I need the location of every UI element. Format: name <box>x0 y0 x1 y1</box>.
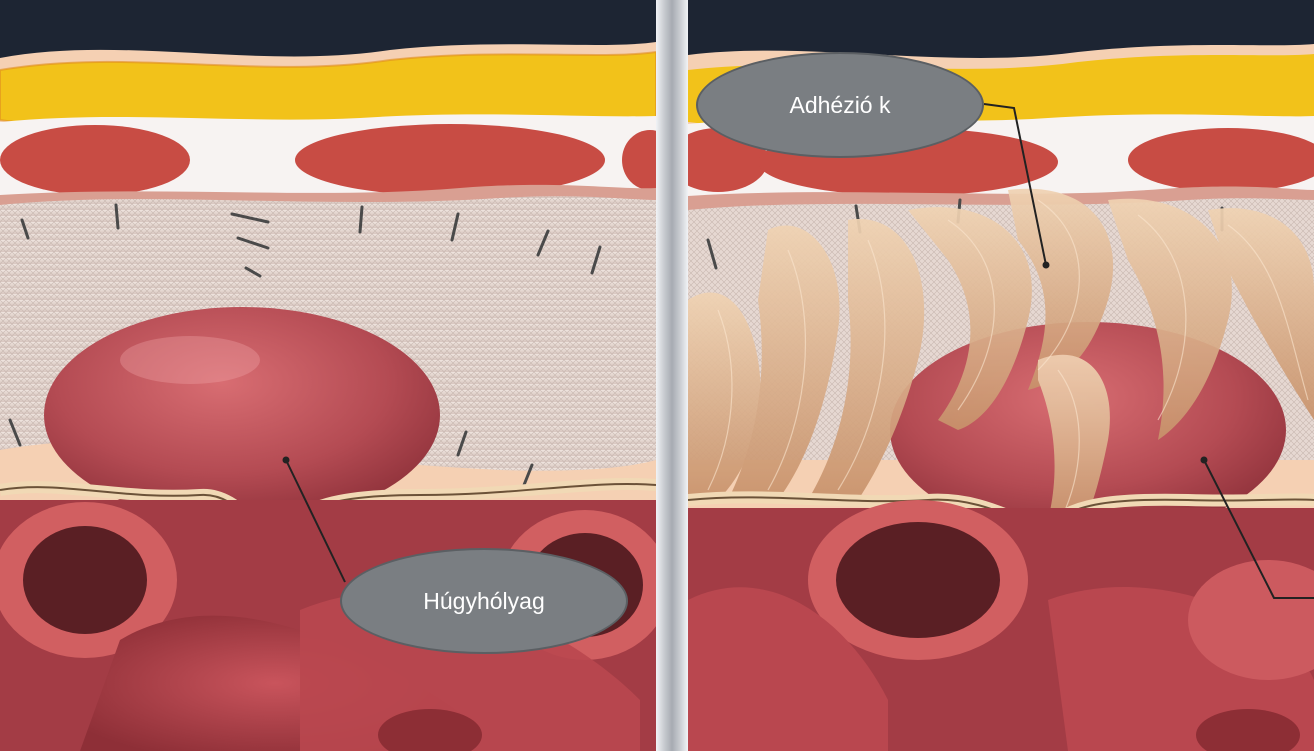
bladder-label: Húgyhólyag <box>340 548 628 654</box>
adhesions-label: Adhézió k <box>696 52 984 158</box>
panel-divider <box>656 0 688 751</box>
